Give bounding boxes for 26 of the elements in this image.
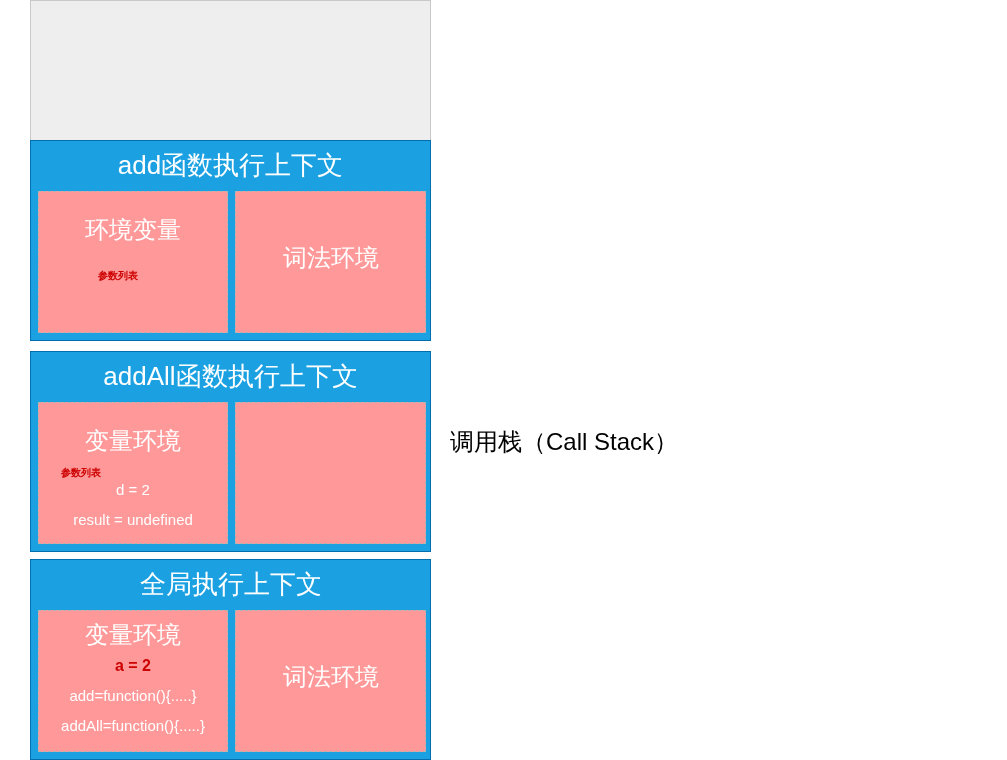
code-text: add=function(){.....} — [69, 687, 197, 705]
panel-title: 全局执行上下文 — [139, 570, 322, 600]
stack-area — [30, 0, 431, 141]
panel-heading: 变量环境 — [85, 621, 181, 649]
environment-panel — [38, 610, 228, 752]
note-text: 参数列表 — [61, 467, 101, 479]
execution-context-panel — [30, 140, 431, 341]
panel-title: add函数执行上下文 — [117, 151, 344, 181]
code-text: a = 2 — [115, 657, 151, 676]
panel-heading: 环境变量 — [85, 216, 181, 244]
environment-panel — [38, 191, 228, 333]
execution-context-panel — [30, 559, 431, 760]
execution-context-panel — [30, 351, 431, 552]
environment-panel — [235, 610, 426, 752]
panel-heading: 变量环境 — [85, 427, 181, 455]
environment-panel — [235, 191, 426, 333]
panel-heading: 词法环境 — [282, 663, 379, 691]
panel-title: addAll函数执行上下文 — [103, 362, 358, 392]
code-text: addAll=function(){.....} — [61, 717, 205, 735]
stack-label: 调用栈（Call Stack） — [450, 428, 679, 456]
note-text: 参数列表 — [98, 270, 138, 282]
code-text: result = undefined — [73, 511, 193, 529]
environment-panel — [235, 402, 426, 544]
environment-panel — [38, 402, 228, 544]
code-text: d = 2 — [116, 481, 150, 499]
panel-heading: 词法环境 — [282, 244, 379, 272]
